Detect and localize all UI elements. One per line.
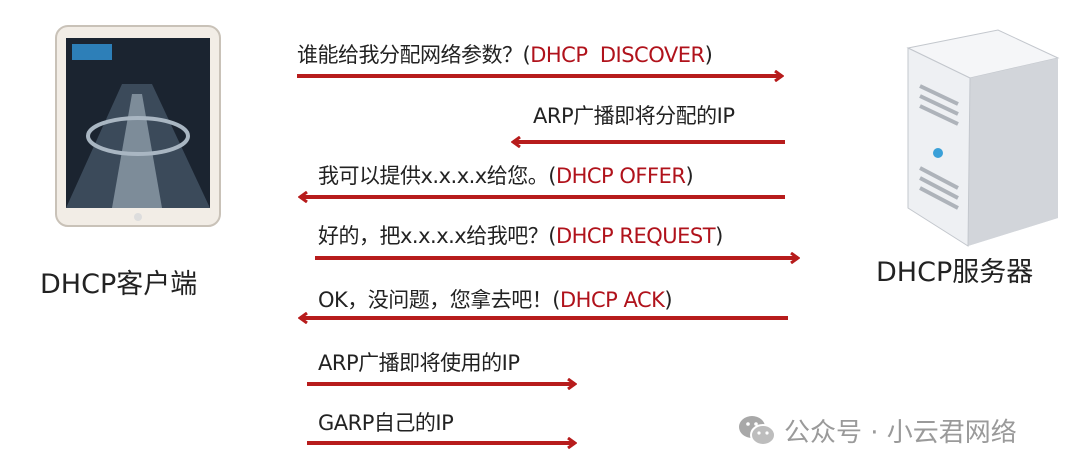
message-close: ) <box>715 224 723 248</box>
watermark-text: 公众号 · 小云君网络 <box>784 418 1017 448</box>
message-text: OK，没问题，您拿去吧！( <box>318 288 561 312</box>
server-icon <box>906 29 1060 247</box>
message-discover: 谁能给我分配网络参数？(DHCP DISCOVER) <box>297 39 713 69</box>
message-close: ) <box>704 43 713 67</box>
message-text: 好的，把x.x.x.x给我吧？( <box>318 224 556 248</box>
message-ack: OK，没问题，您拿去吧！(DHCP ACK) <box>318 284 673 314</box>
message-tag: DHCP DISCOVER <box>530 43 705 67</box>
watermark: 公众号 · 小云君网络 <box>738 412 1017 449</box>
message-garp: GARP自己的IP <box>318 407 454 437</box>
message-tag: DHCP ACK <box>560 288 665 312</box>
wechat-icon <box>739 415 776 446</box>
message-arp-server: ARP广播即将分配的IP <box>533 100 735 130</box>
message-arp-client: ARP广播即将使用的IP <box>318 347 520 377</box>
message-text: ARP广播即将分配的IP <box>533 104 735 128</box>
message-offer: 我可以提供x.x.x.x给您。(DHCP OFFER) <box>318 160 694 190</box>
message-tag: DHCP OFFER <box>555 164 686 188</box>
server-label: DHCP服务器 <box>876 257 1034 288</box>
tablet-client-icon <box>55 25 221 227</box>
message-text: 谁能给我分配网络参数？( <box>297 43 531 67</box>
message-request: 好的，把x.x.x.x给我吧？(DHCP REQUEST) <box>318 220 723 250</box>
client-label: DHCP客户端 <box>40 269 198 300</box>
message-close: ) <box>664 288 673 312</box>
message-tag: DHCP REQUEST <box>555 224 716 248</box>
message-text: GARP自己的IP <box>318 411 454 435</box>
message-text: 我可以提供x.x.x.x给您。( <box>318 164 556 188</box>
message-text: ARP广播即将使用的IP <box>318 351 520 375</box>
message-close: ) <box>685 164 694 188</box>
